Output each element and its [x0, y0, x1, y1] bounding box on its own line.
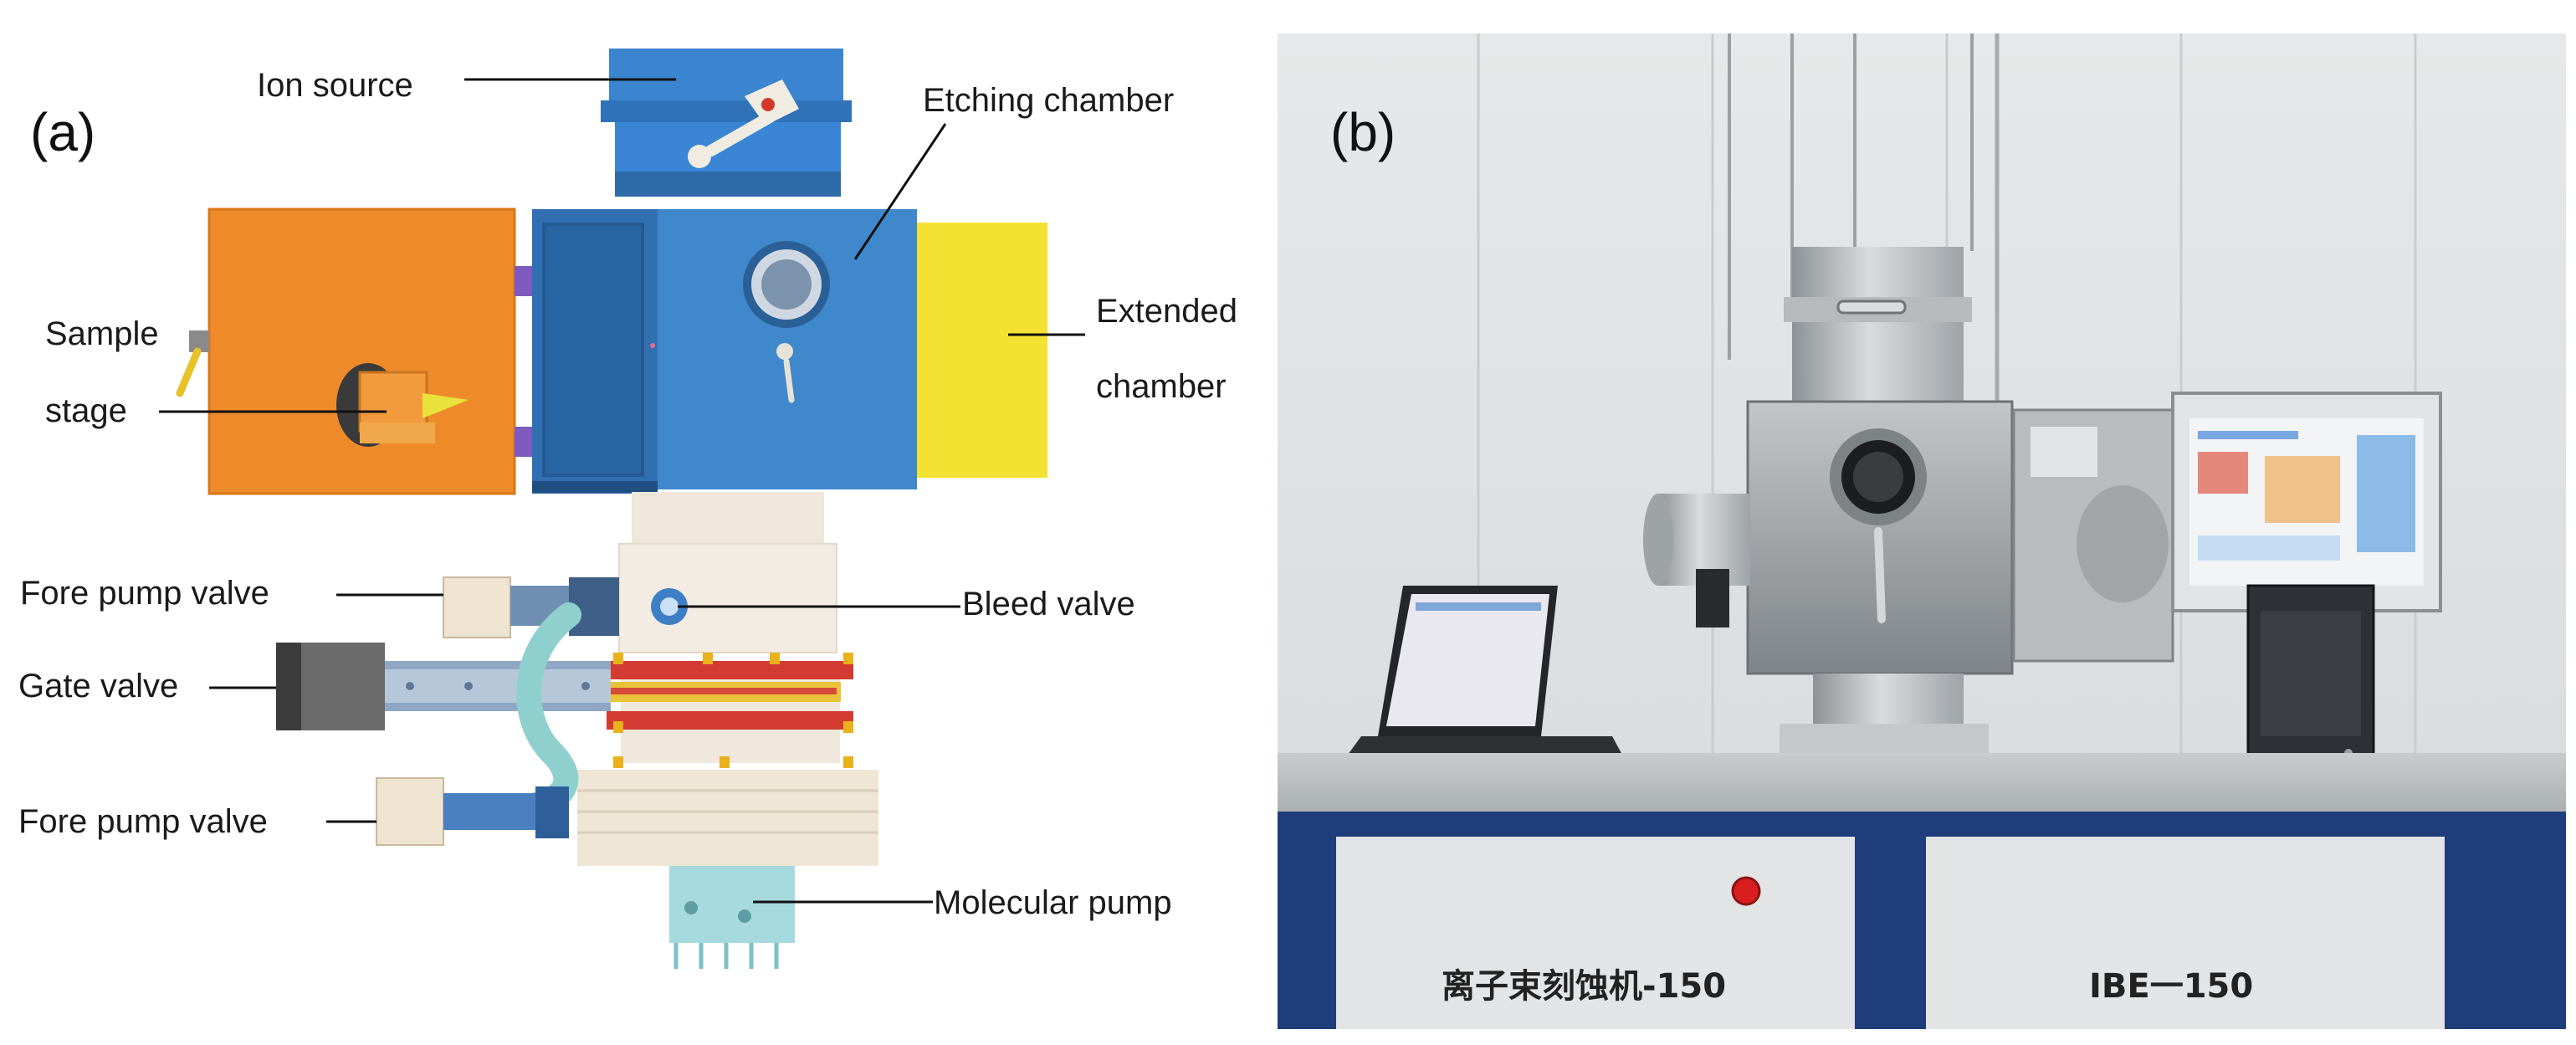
panel-a-letter: (a)	[30, 102, 95, 162]
panel-b-letter: (b)	[1330, 102, 1396, 162]
label-sample-stage-line2: stage	[45, 392, 127, 429]
fore-pump-valve-bottom	[376, 777, 569, 846]
ion-source	[601, 49, 852, 197]
molecular-pump	[669, 866, 795, 969]
label-bleed-valve: Bleed valve	[962, 586, 1135, 622]
extended-chamber	[917, 223, 1047, 478]
emergency-stop-icon	[1731, 876, 1761, 906]
label-extended-chamber-line1: Extended	[1096, 293, 1237, 330]
cabinet-right-text: IBE一150	[2089, 967, 2253, 1006]
label-etching-chamber: Etching chamber	[923, 82, 1174, 119]
etching-chamber	[532, 209, 917, 494]
power-supply-box	[2246, 584, 2375, 767]
label-gate-valve: Gate valve	[18, 668, 178, 704]
pump-body	[577, 492, 878, 866]
label-leader-lines	[159, 78, 1085, 904]
label-sample-stage-line1: Sample	[45, 315, 159, 352]
cabinet	[1278, 823, 2566, 1029]
gate-valve	[276, 643, 611, 730]
fore-pump-valve-top	[443, 576, 619, 638]
control-monitor	[2171, 392, 2442, 612]
label-fore-pump-valve-bottom: Fore pump valve	[18, 803, 268, 840]
label-fore-pump-valve-top: Fore pump valve	[20, 575, 269, 612]
label-extended-chamber-line2: chamber	[1096, 368, 1227, 405]
photo-panel: (b)	[1278, 33, 2566, 1029]
schematic-panel: (a)	[18, 49, 1237, 969]
ibe-machine-photo	[1643, 247, 2174, 757]
label-molecular-pump: Molecular pump	[934, 884, 1172, 921]
label-ion-source: Ion source	[257, 67, 413, 104]
cabinet-left-text: 离子束刻蚀机-150	[1442, 967, 1726, 1006]
bleed-valve	[651, 588, 688, 625]
sample-stage-door	[176, 207, 516, 495]
